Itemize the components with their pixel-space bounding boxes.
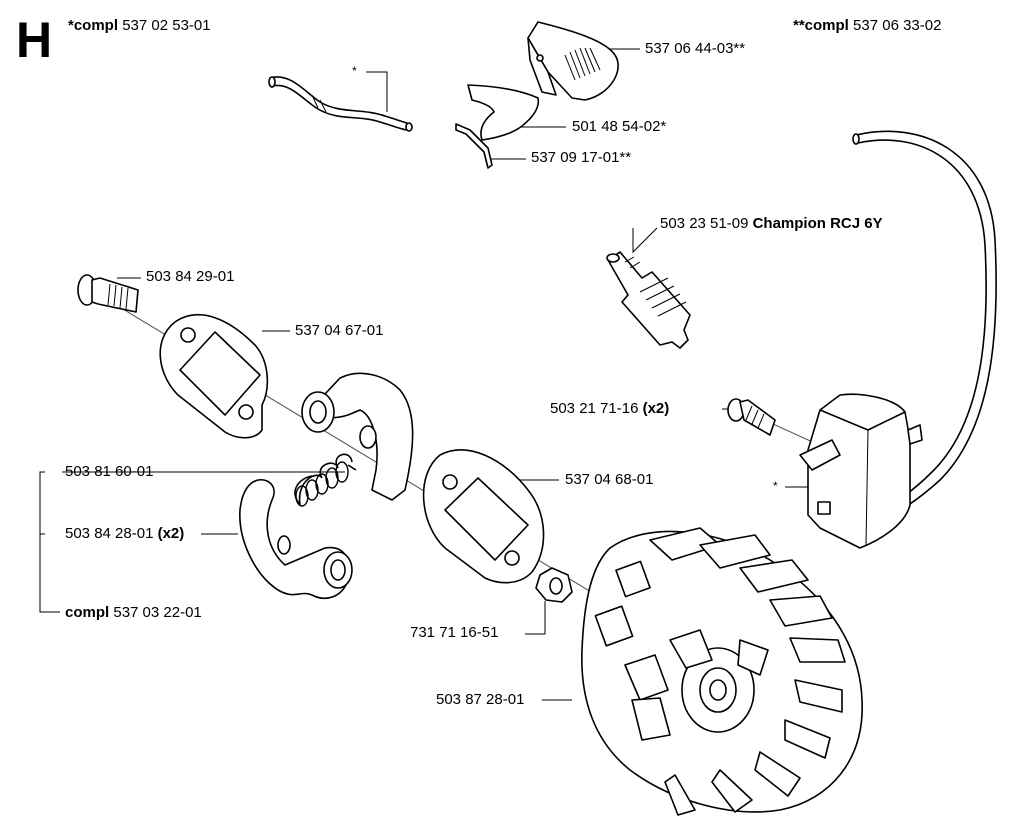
clutch-shoe-upper [301, 372, 414, 501]
screw-coil-qty: (x2) [642, 400, 670, 417]
flywheel-label: 503 87 28-01 [436, 691, 525, 708]
spark-plug [606, 251, 691, 349]
intake-cover [527, 21, 619, 101]
kit-a-mark: *compl [68, 17, 119, 34]
kit-b-number: 537 06 33-02 [853, 17, 942, 34]
screw-top-label: 503 84 29-01 [146, 268, 235, 285]
coil-star-label: * [773, 479, 778, 493]
ignition-module [799, 393, 923, 549]
clutch-compl-label: compl 537 03 22-01 [65, 604, 202, 622]
hose-star-label: * [352, 64, 357, 78]
plate-label: 501 48 54-02* [572, 118, 667, 135]
hex-nut [535, 567, 573, 603]
section-letter: H [16, 12, 53, 68]
clutch-washer-mid [422, 449, 545, 584]
kit-a-number: 537 02 53-01 [122, 17, 211, 34]
spark-plug-name: Champion RCJ 6Y [752, 215, 883, 232]
kit-b-label: **compl 537 06 33-02 [793, 17, 941, 35]
pin-label: 537 09 17-01** [531, 149, 632, 166]
pin [455, 123, 493, 169]
clutch-compl-number: 537 03 22-01 [113, 604, 202, 621]
screw-top [77, 274, 139, 313]
kit-b-mark: **compl [793, 17, 849, 34]
washer-top-label: 537 04 67-01 [295, 322, 384, 339]
clutch-compl-mark: compl [65, 604, 110, 621]
fuel-hose [268, 76, 413, 132]
washer-mid-label: 537 04 68-01 [565, 471, 654, 488]
clutch-shoe-label: 503 84 28-01 (x2) [65, 525, 184, 543]
screw-coil [727, 398, 776, 436]
cover-label: 537 06 44-03** [645, 40, 746, 57]
clutch-shoe-lower [239, 478, 353, 599]
clutch-spring [294, 453, 357, 507]
kit-a-label: *compl 537 02 53-01 [68, 17, 211, 35]
nut-label: 731 71 16-51 [410, 624, 499, 641]
clutch-shoe-qty: (x2) [157, 525, 185, 542]
screw-coil-label: 503 21 71-16 (x2) [550, 400, 669, 418]
clutch-shoe-number: 503 84 28-01 [65, 525, 154, 542]
intake-plate [467, 84, 540, 141]
screw-coil-number: 503 21 71-16 [550, 400, 639, 417]
spark-plug-number: 503 23 51-09 [660, 215, 749, 232]
clutch-washer-top [159, 313, 269, 439]
flywheel [581, 527, 863, 816]
spark-plug-label: 503 23 51-09 Champion RCJ 6Y [660, 215, 883, 233]
